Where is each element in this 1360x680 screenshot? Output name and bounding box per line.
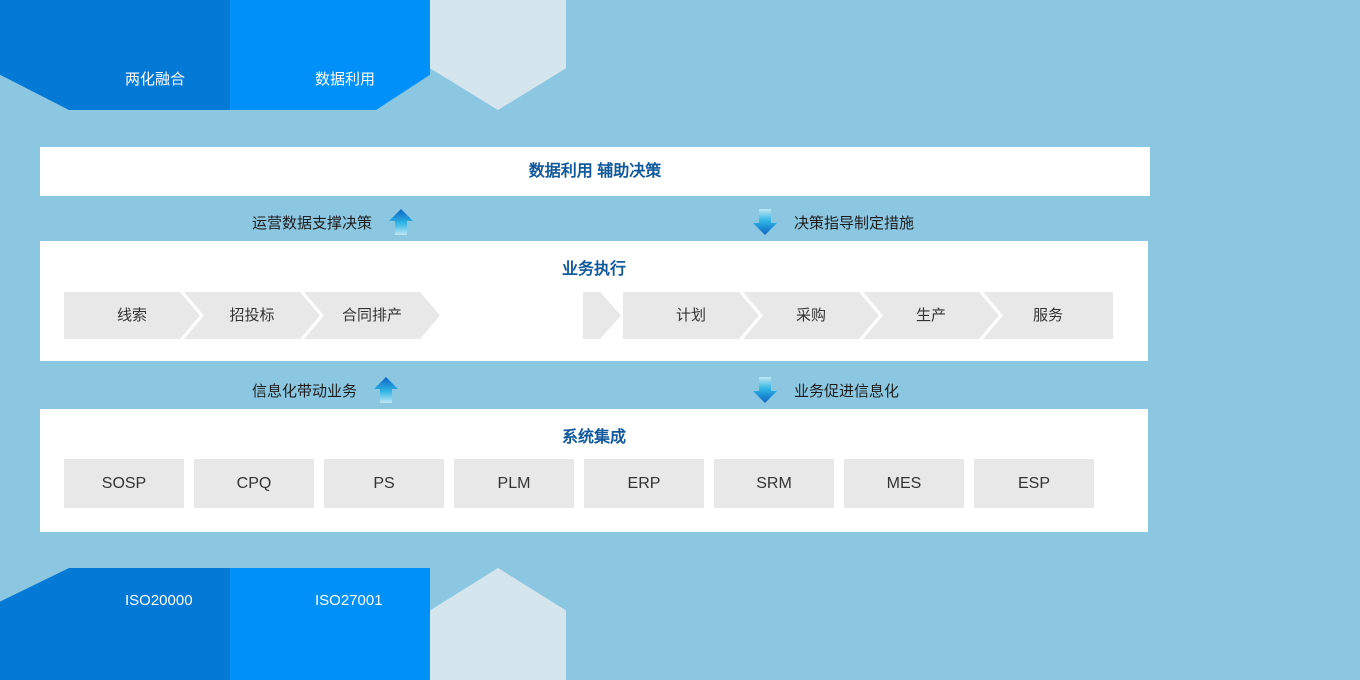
systems-row: SOSP CPQ PS PLM ERP SRM MES ESP bbox=[64, 459, 1094, 508]
connector-top-right: 决策指导制定措施 bbox=[752, 207, 914, 237]
business-card-title: 业务执行 bbox=[561, 261, 626, 278]
system-box[interactable]: ESP bbox=[974, 459, 1094, 508]
arrow-up-icon bbox=[388, 207, 414, 237]
business-steps-left: 线索 招投标 合同排产 bbox=[64, 292, 442, 339]
process-step[interactable]: 合同排产 bbox=[304, 292, 440, 339]
arrow-down-icon bbox=[752, 375, 778, 405]
arrow-up-icon bbox=[373, 375, 399, 405]
connector-bottom-right-label: 业务促进信息化 bbox=[794, 382, 900, 400]
top-banner-band-dark bbox=[0, 0, 230, 110]
system-box[interactable]: PLM bbox=[454, 459, 574, 508]
system-box[interactable]: SRM bbox=[714, 459, 834, 508]
process-step[interactable]: 采购 bbox=[743, 292, 879, 339]
business-steps-right: 计划 采购 生产 服务 bbox=[583, 292, 1115, 339]
system-box[interactable]: PS bbox=[324, 459, 444, 508]
process-step[interactable]: 招投标 bbox=[184, 292, 320, 339]
connector-row-top: 运营数据支撑决策 bbox=[0, 202, 1190, 242]
chevron-arrow-icon bbox=[583, 292, 621, 339]
process-step[interactable]: 计划 bbox=[623, 292, 759, 339]
connector-top-left: 运营数据支撑决策 bbox=[252, 207, 414, 237]
decision-card-title: 数据利用 辅助决策 bbox=[528, 163, 662, 180]
bottom-banner-label-2: ISO27001 bbox=[315, 592, 383, 609]
connector-top-right-label: 决策指导制定措施 bbox=[794, 214, 915, 232]
system-box[interactable]: ERP bbox=[584, 459, 704, 508]
top-banner-label-1: 两化融合 bbox=[125, 71, 186, 88]
process-step[interactable]: 线索 bbox=[64, 292, 200, 339]
decision-card: 数据利用 辅助决策 bbox=[40, 147, 1150, 196]
connector-bottom-left-label: 信息化带动业务 bbox=[252, 382, 358, 400]
connector-bottom-right: 业务促进信息化 bbox=[752, 375, 899, 405]
bottom-banner-band-pale bbox=[430, 568, 566, 680]
process-step[interactable]: 服务 bbox=[983, 292, 1113, 339]
system-box[interactable]: CPQ bbox=[194, 459, 314, 508]
process-step[interactable]: 生产 bbox=[863, 292, 999, 339]
bottom-banner: ISO20000 ISO27001 bbox=[0, 568, 570, 680]
system-box[interactable]: MES bbox=[844, 459, 964, 508]
arrow-down-icon bbox=[752, 207, 778, 237]
connector-top-left-label: 运营数据支撑决策 bbox=[252, 214, 373, 232]
connector-bottom-left: 信息化带动业务 bbox=[252, 375, 399, 405]
bottom-banner-label-1: ISO20000 bbox=[125, 592, 193, 609]
systems-card-title: 系统集成 bbox=[561, 429, 626, 446]
top-banner-band-mid bbox=[230, 0, 430, 110]
bottom-banner-band-mid bbox=[230, 568, 430, 680]
connector-row-bottom: 信息化带动业务 bbox=[0, 370, 1190, 410]
system-box[interactable]: SOSP bbox=[64, 459, 184, 508]
top-banner-band-pale bbox=[430, 0, 566, 110]
top-banner: 两化融合 数据利用 bbox=[0, 0, 570, 110]
top-banner-label-2: 数据利用 bbox=[315, 71, 376, 88]
bottom-banner-band-dark bbox=[0, 568, 230, 680]
